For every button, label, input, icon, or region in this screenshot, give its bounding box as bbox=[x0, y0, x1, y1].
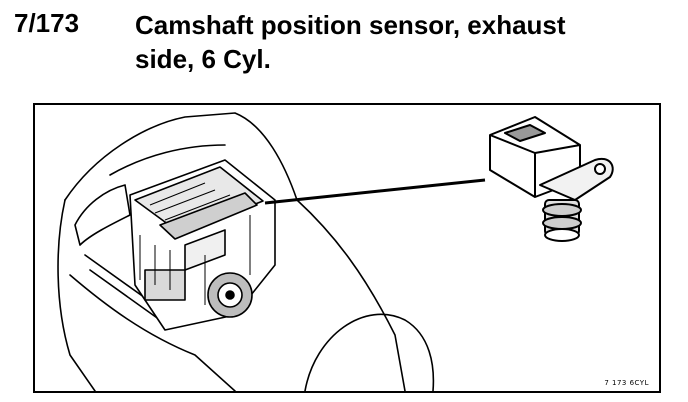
engine-bracket bbox=[144, 269, 186, 301]
sensor-tip bbox=[544, 228, 580, 242]
car-fender-right bbox=[296, 199, 406, 391]
illustration-frame: 7 173 6CYL bbox=[33, 103, 661, 393]
wheel-arch bbox=[304, 313, 435, 391]
car-hood-outline bbox=[64, 112, 298, 201]
car-fender-left bbox=[57, 199, 96, 391]
page-reference: 7/173 bbox=[14, 8, 80, 38]
title-line-1: Camshaft position sensor, exhaust bbox=[135, 10, 566, 40]
page-title: Camshaft position sensor, exhaust side, … bbox=[135, 8, 566, 76]
hood-inner bbox=[109, 144, 226, 176]
headlight bbox=[74, 184, 131, 246]
intake-manifold bbox=[159, 192, 258, 240]
car-front-edge bbox=[69, 274, 236, 391]
figure-code: 7 173 6CYL bbox=[604, 379, 649, 387]
leader-line bbox=[264, 178, 486, 205]
title-line-2: side, 6 Cyl. bbox=[135, 44, 271, 74]
valve-cover bbox=[134, 166, 264, 234]
engine-illustration bbox=[57, 112, 614, 391]
